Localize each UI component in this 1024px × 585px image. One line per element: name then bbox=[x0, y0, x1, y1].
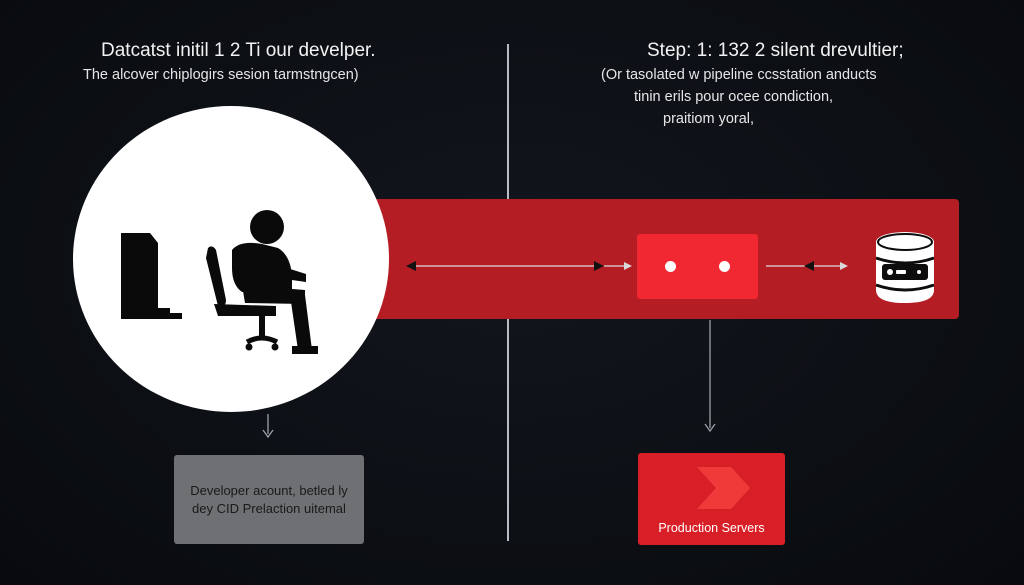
production-servers-label: Production Servers bbox=[658, 521, 765, 535]
developer-box-line-1: Developer acount, betled ly bbox=[190, 482, 348, 498]
chevron-right-icon bbox=[697, 467, 750, 509]
left-heading-title: Datcatst initil 1 2 Ti our develper. bbox=[101, 40, 376, 61]
right-heading-line-2: tinin erils pour ocee condiction, bbox=[634, 89, 834, 105]
production-servers-box: Production Servers bbox=[638, 453, 785, 545]
developer-box-line-2: dey CID Prelaction uitemal bbox=[192, 500, 346, 516]
right-heading-line-1: (Or tasolated w pipeline ccsstation andu… bbox=[601, 67, 877, 83]
pipeline-node bbox=[637, 234, 758, 299]
left-heading-subtitle: The alcover chiplogirs sesion tarmstngce… bbox=[83, 67, 359, 83]
right-heading-title: Step: 1: 132 2 silent drevultier; bbox=[647, 40, 904, 61]
developer-account-box: Developer acount, betled ly dey CID Prel… bbox=[174, 455, 364, 544]
right-heading-line-3: praitiom yoral, bbox=[663, 111, 755, 127]
node-dot-left bbox=[665, 261, 676, 272]
node-dot-right bbox=[719, 261, 730, 272]
